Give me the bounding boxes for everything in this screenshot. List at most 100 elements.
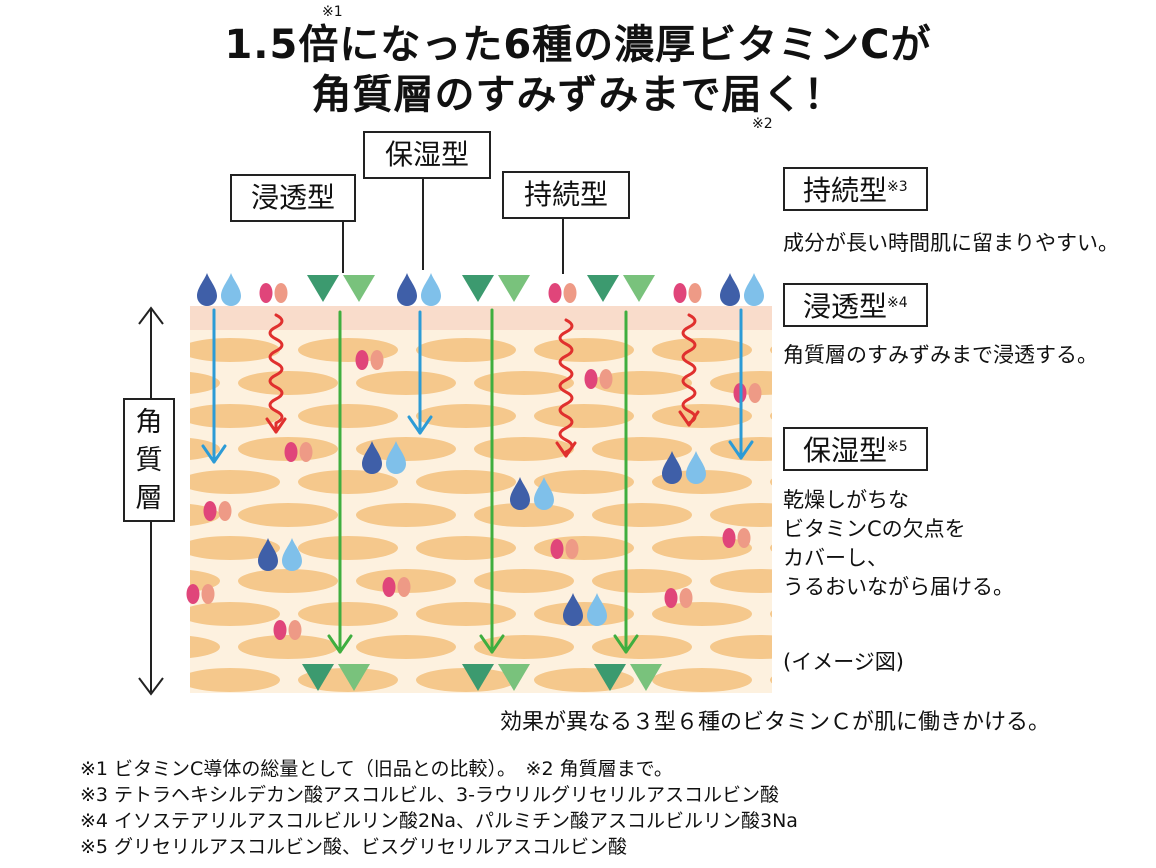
legend-hoshitsu-desc-2: ビタミンCの欠点を — [783, 517, 966, 541]
skin-cell — [770, 676, 772, 684]
skin-cell — [710, 569, 772, 593]
pink-particle — [382, 577, 396, 597]
skin-cell — [888, 602, 988, 626]
stem-shinto — [342, 221, 344, 273]
skin-cell — [356, 701, 456, 725]
salmon-particle — [679, 588, 693, 608]
water-drop-icon — [587, 593, 607, 626]
water-drop-icon — [397, 273, 417, 306]
arrow-head — [613, 634, 639, 654]
water-drop-icon — [686, 451, 706, 484]
salmon-particle — [565, 539, 579, 559]
skin-cell — [190, 338, 280, 362]
water-drop-icon — [421, 273, 441, 306]
skin-cell — [710, 503, 772, 527]
pink-particle — [284, 442, 298, 462]
legend-hoshitsu-desc-4: うるおいながら届ける。 — [783, 575, 1014, 599]
salmon-particle — [201, 584, 215, 604]
triangle-particle — [338, 664, 370, 691]
legend-jizoku-note: ※3 — [887, 179, 908, 195]
skin-cell — [592, 437, 692, 461]
skin-cell — [356, 635, 456, 659]
skin-cell — [190, 668, 280, 692]
skin-cell — [534, 338, 634, 362]
skin-cell — [770, 346, 772, 354]
skin-cell — [62, 602, 162, 626]
title-line-2: 角質層のすみずみまで届く！ — [311, 72, 845, 118]
label-shinto: 浸透型 — [230, 174, 356, 222]
vitamin-particles — [186, 273, 764, 691]
skin-cell — [62, 338, 162, 362]
title-note-1: ※1 — [322, 4, 343, 20]
skin-cell — [298, 602, 398, 626]
arrow-head — [479, 634, 505, 654]
salmon-particle — [737, 528, 751, 548]
pink-particle — [550, 539, 564, 559]
legend-shinto-note: ※4 — [887, 295, 908, 311]
skin-cell — [416, 338, 516, 362]
skin-top-layer — [190, 306, 772, 330]
pink-particle — [673, 283, 687, 303]
salmon-particle — [288, 620, 302, 640]
skin-cell — [62, 536, 162, 560]
salmon-particle — [563, 283, 577, 303]
penetration-arrows — [201, 308, 754, 654]
legend-hoshitsu-title: 保湿型※5 — [783, 427, 928, 471]
caption: 効果が異なる３型６種のビタミンＣが肌に働きかける。 — [500, 710, 1051, 735]
pink-particle — [186, 584, 200, 604]
layer-label-char-3: 層 — [135, 483, 163, 514]
skin-cell — [2, 371, 102, 395]
triangle-particle — [587, 275, 619, 302]
water-drop-icon — [744, 273, 764, 306]
skin-cell — [2, 503, 102, 527]
arrow-head — [407, 415, 433, 435]
layer-label-char-1: 角 — [135, 407, 163, 438]
wavy-arrow-shaft — [558, 318, 574, 458]
water-drop-icon — [386, 441, 406, 474]
skin-cell — [238, 635, 338, 659]
salmon-particle — [748, 383, 762, 403]
image-note: (イメージ図) — [783, 650, 904, 674]
skin-cell — [710, 635, 772, 659]
skin-cell — [298, 536, 398, 560]
footnote-3: ※4 イソステアリルアスコルビルリン酸2Na、パルミチン酸アスコルビルリン酸3N… — [80, 810, 798, 832]
skin-cell — [190, 602, 280, 626]
skin-cell — [474, 437, 574, 461]
skin-background — [190, 306, 772, 693]
skin-cell — [2, 635, 102, 659]
skin-cell — [190, 404, 280, 428]
skin-cell — [652, 404, 752, 428]
water-drop-icon — [221, 273, 241, 306]
skin-cell — [120, 701, 220, 725]
skin-cell — [238, 569, 338, 593]
footnote-2: ※3 テトラヘキシルデカン酸アスコルビル、3-ラウリルグリセリルアスコルビン酸 — [80, 784, 779, 806]
salmon-particle — [274, 283, 288, 303]
pink-particle — [664, 588, 678, 608]
skin-cell — [2, 437, 102, 461]
stem-jizoku — [562, 218, 564, 274]
skin-cell — [652, 602, 752, 626]
salmon-particle — [370, 350, 384, 370]
water-drop-icon — [282, 538, 302, 571]
skin-cell — [2, 701, 102, 725]
arrow-head — [201, 444, 227, 464]
arrow-head — [327, 634, 353, 654]
pink-particle — [584, 369, 598, 389]
skin-cell — [592, 371, 692, 395]
pink-particle — [273, 620, 287, 640]
water-drop-icon — [662, 451, 682, 484]
salmon-particle — [688, 283, 702, 303]
skin-cell — [770, 478, 772, 486]
skin-cell — [190, 636, 220, 658]
legend-hoshitsu-desc-1: 乾燥しがちな — [783, 488, 909, 512]
legend-hoshitsu-note: ※5 — [887, 439, 908, 455]
skin-cell — [828, 371, 928, 395]
label-hoshitsu: 保湿型 — [363, 131, 491, 179]
triangle-particle — [302, 664, 334, 691]
skin-cell — [474, 569, 574, 593]
footnote-4: ※5 グリセリルアスコルビン酸、ビスグリセリルアスコルビン酸 — [80, 836, 628, 858]
skin-cell — [474, 503, 574, 527]
skin-cell — [298, 470, 398, 494]
triangle-particle — [630, 664, 662, 691]
skin-cell — [238, 701, 338, 725]
